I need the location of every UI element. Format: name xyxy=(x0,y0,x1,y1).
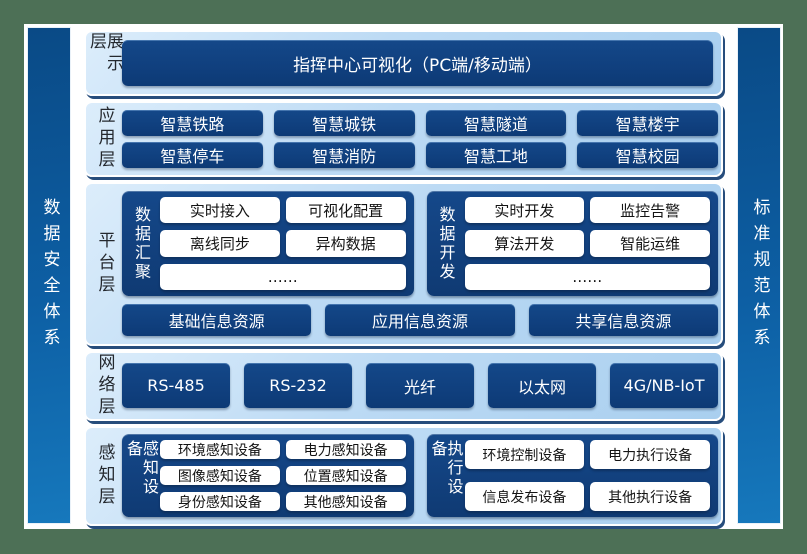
data-security-label: 数据安全体系 xyxy=(39,197,60,354)
btn-4g-nb-iot: 4G/NB-IoT xyxy=(610,363,718,408)
standards-label: 标准规范体系 xyxy=(749,197,770,354)
group-sensing-devices-label: 感知设备 xyxy=(124,440,159,497)
btn-power-sensing: 电力感知设备 xyxy=(285,440,406,459)
btn-visual-config: 可视化配置 xyxy=(285,197,406,224)
group-data-aggregation: 数据汇聚 实时接入 可视化配置 离线同步 异构数据 …… xyxy=(122,191,414,296)
btn-other-sensing: 其他感知设备 xyxy=(285,492,406,511)
layer-network-label: 网络层 xyxy=(94,353,115,419)
btn-shared-info-resource: 共享信息资源 xyxy=(528,304,718,336)
btn-realtime-dev: 实时开发 xyxy=(464,197,585,224)
btn-smart-parking: 智慧停车 xyxy=(122,142,263,168)
btn-optical-fiber: 光纤 xyxy=(366,363,474,408)
platform-groups: 数据汇聚 实时接入 可视化配置 离线同步 异构数据 …… 数据开发 xyxy=(122,191,718,296)
btn-more-ellipsis: …… xyxy=(160,263,406,290)
layer-platform-content: 数据汇聚 实时接入 可视化配置 离线同步 异构数据 …… 数据开发 xyxy=(122,184,721,344)
group-actuator-devices-grid: 环境控制设备 电力执行设备 信息发布设备 其他执行设备 xyxy=(464,440,710,511)
btn-env-control: 环境控制设备 xyxy=(464,440,585,469)
btn-app-info-resource: 应用信息资源 xyxy=(325,304,515,336)
btn-smart-building: 智慧楼宇 xyxy=(577,110,718,136)
btn-env-sensing: 环境感知设备 xyxy=(160,440,280,459)
btn-more-ellipsis: …… xyxy=(464,263,710,290)
layer-platform: 平台层 数据汇聚 实时接入 可视化配置 离线同步 异构数据 …… xyxy=(84,182,723,346)
group-sensing-devices-grid: 环境感知设备 电力感知设备 图像感知设备 位置感知设备 身份感知设备 其他感知设… xyxy=(160,440,406,511)
btn-heterogeneous-data: 异构数据 xyxy=(285,230,406,257)
btn-offline-sync: 离线同步 xyxy=(160,230,280,257)
btn-algorithm-dev: 算法开发 xyxy=(464,230,585,257)
btn-smart-worksite: 智慧工地 xyxy=(425,142,567,168)
btn-other-actuator: 其他执行设备 xyxy=(590,482,710,511)
btn-rs-485: RS-485 xyxy=(122,363,230,408)
btn-rs-232: RS-232 xyxy=(244,363,352,408)
btn-info-publish: 信息发布设备 xyxy=(464,482,585,511)
btn-ethernet: 以太网 xyxy=(488,363,596,408)
layer-perception: 感知层 感知设备 环境感知设备 电力感知设备 图像感知设备 位置感知设备 身份感… xyxy=(84,426,723,526)
standards-sidebar: 标准规范体系 xyxy=(737,27,781,524)
layer-application-content: 智慧铁路 智慧城铁 智慧隧道 智慧楼宇 智慧停车 智慧消防 智慧工地 智慧校园 xyxy=(122,103,721,175)
group-actuator-devices: 执行设备 环境控制设备 电力执行设备 信息发布设备 其他执行设备 xyxy=(426,434,718,517)
layer-display: 展示层 指挥中心可视化（PC端/移动端） xyxy=(84,30,723,96)
group-data-development-label: 数据开发 xyxy=(436,205,456,282)
data-security-sidebar: 数据安全体系 xyxy=(27,27,71,524)
btn-basic-info-resource: 基础信息资源 xyxy=(122,304,312,336)
group-data-aggregation-label: 数据汇聚 xyxy=(132,205,151,282)
layer-network: 网络层 RS-485 RS-232 光纤 以太网 4G/NB-IoT xyxy=(84,351,723,421)
platform-resources: 基础信息资源 应用信息资源 共享信息资源 xyxy=(122,304,718,336)
layer-network-content: RS-485 RS-232 光纤 以太网 4G/NB-IoT xyxy=(122,353,721,419)
group-data-development-grid: 实时开发 监控告警 算法开发 智能运维 …… xyxy=(464,197,710,290)
btn-smart-tunnel: 智慧隧道 xyxy=(425,110,567,136)
btn-power-actuator: 电力执行设备 xyxy=(590,440,710,469)
btn-smart-firefighting: 智慧消防 xyxy=(273,142,415,168)
group-data-development: 数据开发 实时开发 监控告警 算法开发 智能运维 …… xyxy=(426,191,718,296)
btn-intelligent-ops: 智能运维 xyxy=(590,230,710,257)
btn-command-center-visualization: 指挥中心可视化（PC端/移动端） xyxy=(122,40,713,86)
btn-smart-campus: 智慧校园 xyxy=(577,142,718,168)
layer-perception-label: 感知层 xyxy=(94,443,115,509)
group-sensing-devices: 感知设备 环境感知设备 电力感知设备 图像感知设备 位置感知设备 身份感知设备 … xyxy=(122,434,414,517)
layer-display-label: 展示层 xyxy=(86,32,123,76)
btn-smart-railway: 智慧铁路 xyxy=(122,110,263,136)
layer-application: 应用层 智慧铁路 智慧城铁 智慧隧道 智慧楼宇 智慧停车 智慧消防 智慧工地 智… xyxy=(84,101,723,177)
group-data-aggregation-grid: 实时接入 可视化配置 离线同步 异构数据 …… xyxy=(160,197,406,290)
btn-smart-metro: 智慧城铁 xyxy=(273,110,415,136)
btn-position-sensing: 位置感知设备 xyxy=(285,466,406,485)
layer-platform-label: 平台层 xyxy=(94,231,115,297)
btn-realtime-access: 实时接入 xyxy=(160,197,280,224)
layer-perception-content: 感知设备 环境感知设备 电力感知设备 图像感知设备 位置感知设备 身份感知设备 … xyxy=(122,428,721,524)
btn-identity-sensing: 身份感知设备 xyxy=(160,492,280,511)
layer-application-label: 应用层 xyxy=(94,106,115,172)
btn-image-sensing: 图像感知设备 xyxy=(160,466,280,485)
layer-display-content: 指挥中心可视化（PC端/移动端） xyxy=(122,32,721,94)
group-actuator-devices-label: 执行设备 xyxy=(428,440,464,497)
btn-monitoring-alert: 监控告警 xyxy=(590,197,710,224)
